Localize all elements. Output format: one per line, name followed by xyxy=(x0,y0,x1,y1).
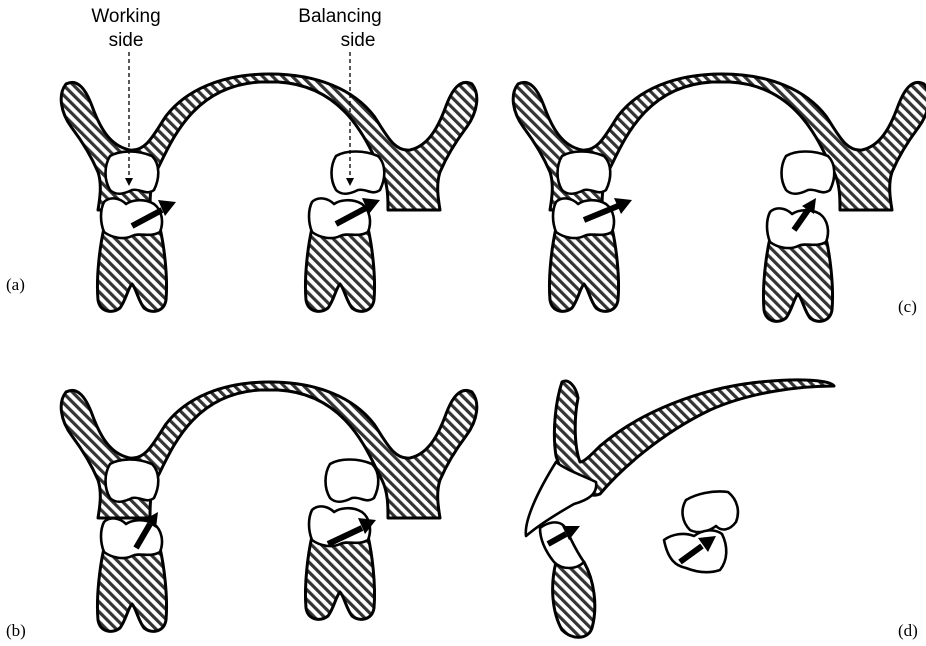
balancing-side-label-line1: Balancing xyxy=(298,6,381,27)
panel-a: Working side Balancing side (a) xyxy=(6,6,477,311)
panel-label-b: (b) xyxy=(6,621,26,640)
working-side-label-line1: Working xyxy=(91,6,160,27)
panel-label-c: (c) xyxy=(898,297,917,316)
isolated-upper-molar xyxy=(683,491,738,532)
upper-jaw-sagittal xyxy=(554,380,834,495)
panel-label-a: (a) xyxy=(6,275,25,294)
lower-incisor-root xyxy=(553,562,595,637)
panel-d: (d) xyxy=(526,380,918,640)
balancing-side-label-line2: side xyxy=(341,30,376,51)
panel-label-d: (d) xyxy=(898,621,918,640)
working-side-label-line2: side xyxy=(109,30,144,51)
panel-b: (b) xyxy=(6,382,477,640)
panel-c: (c) xyxy=(513,74,926,321)
